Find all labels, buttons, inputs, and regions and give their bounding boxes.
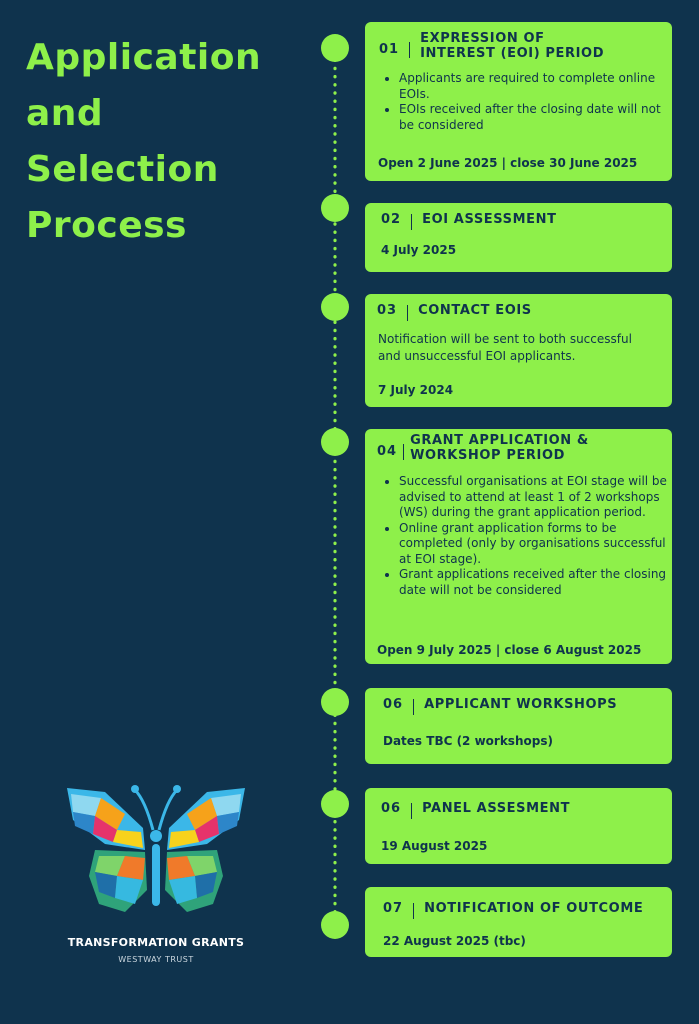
brand-subtitle: WESTWAY TRUST [118, 955, 194, 964]
stage-number: 03 [377, 303, 398, 318]
bullet-item: Successful organisations at EOI stage wi… [399, 474, 674, 521]
stage-bullets: Applicants are required to complete onli… [383, 71, 669, 133]
stage-card-contact-eois: 03 CONTACT EOIS Notification will be sen… [365, 294, 672, 407]
butterfly-logo-icon [67, 785, 245, 912]
card-header: 06 APPLICANT WORKSHOPS [383, 697, 617, 715]
title-line: Application [26, 37, 262, 78]
stage-card-applicant-workshops: 06 APPLICANT WORKSHOPS Dates TBC (2 work… [365, 688, 672, 764]
stage-dates: 22 August 2025 (tbc) [383, 934, 526, 948]
stage-number: 04 [377, 444, 398, 459]
stage-heading: CONTACT EOIS [418, 303, 532, 318]
stage-card-notification-outcome: 07 NOTIFICATION OF OUTCOME 22 August 202… [365, 887, 672, 957]
stage-dates: Open 9 July 2025 | close 6 August 2025 [377, 643, 642, 657]
timeline-node [321, 293, 349, 321]
stage-heading: APPLICANT WORKSHOPS [424, 697, 618, 712]
divider [413, 903, 415, 919]
stage-dates: 7 July 2024 [378, 383, 454, 397]
timeline-node [321, 790, 349, 818]
timeline-node [321, 194, 349, 222]
stage-dates: 4 July 2025 [381, 243, 457, 257]
card-header: 07 NOTIFICATION OF OUTCOME [383, 901, 643, 919]
stage-number: 06 [381, 801, 402, 816]
bullet-item: Applicants are required to complete onli… [399, 71, 669, 102]
divider [411, 214, 413, 230]
stage-number: 07 [383, 901, 404, 916]
stage-dates: Open 2 June 2025 | close 30 June 2025 [378, 156, 638, 170]
card-header: 02 EOI ASSESSMENT [381, 212, 557, 230]
stage-card-eoi-assessment: 02 EOI ASSESSMENT 4 July 2025 [365, 203, 672, 272]
divider [411, 803, 413, 819]
bullet-item: Online grant application forms to be com… [399, 521, 674, 568]
timeline-node [321, 34, 349, 62]
divider [403, 444, 405, 460]
stage-heading: NOTIFICATION OF OUTCOME [424, 901, 644, 916]
stage-card-panel-assessment: 06 PANEL ASSESMENT 19 August 2025 [365, 788, 672, 864]
divider [413, 699, 415, 715]
card-header: 01 EXPRESSION OF INTEREST (EOI) PERIOD [379, 31, 620, 61]
timeline-node [321, 688, 349, 716]
timeline-node [321, 428, 349, 456]
stage-heading: GRANT APPLICATION & WORKSHOP PERIOD [410, 433, 589, 463]
stage-card-eoi-period: 01 EXPRESSION OF INTEREST (EOI) PERIOD A… [365, 22, 672, 181]
stage-number: 06 [383, 697, 404, 712]
divider [409, 42, 411, 58]
stage-dates: Dates TBC (2 workshops) [383, 734, 553, 748]
stage-heading: EXPRESSION OF INTEREST (EOI) PERIOD [420, 31, 605, 61]
title-line: Selection [26, 149, 219, 190]
timeline-node [321, 911, 349, 939]
stage-heading: PANEL ASSESMENT [422, 801, 571, 816]
stage-description: Notification will be sent to both succes… [378, 332, 632, 363]
timeline-line [333, 48, 337, 928]
card-header: 03 CONTACT EOIS [377, 303, 532, 321]
brand-name: TRANSFORMATION GRANTS [67, 936, 245, 949]
bullet-item: Grant applications received after the cl… [399, 567, 674, 598]
page-title: Application and Selection Process [26, 30, 316, 254]
divider [407, 305, 409, 321]
bullet-item: EOIs received after the closing date wil… [399, 102, 669, 133]
stage-bullets: Successful organisations at EOI stage wi… [383, 474, 674, 598]
stage-dates: 19 August 2025 [381, 839, 488, 853]
stage-number: 02 [381, 212, 402, 227]
stage-card-grant-application: 04 GRANT APPLICATION & WORKSHOP PERIOD S… [365, 429, 672, 664]
title-line: Process [26, 205, 187, 246]
card-header: 04 GRANT APPLICATION & WORKSHOP PERIOD [377, 433, 610, 463]
title-line: and [26, 93, 104, 134]
card-header: 06 PANEL ASSESMENT [381, 801, 570, 819]
stage-number: 01 [379, 42, 400, 57]
stage-heading: EOI ASSESSMENT [422, 212, 557, 227]
